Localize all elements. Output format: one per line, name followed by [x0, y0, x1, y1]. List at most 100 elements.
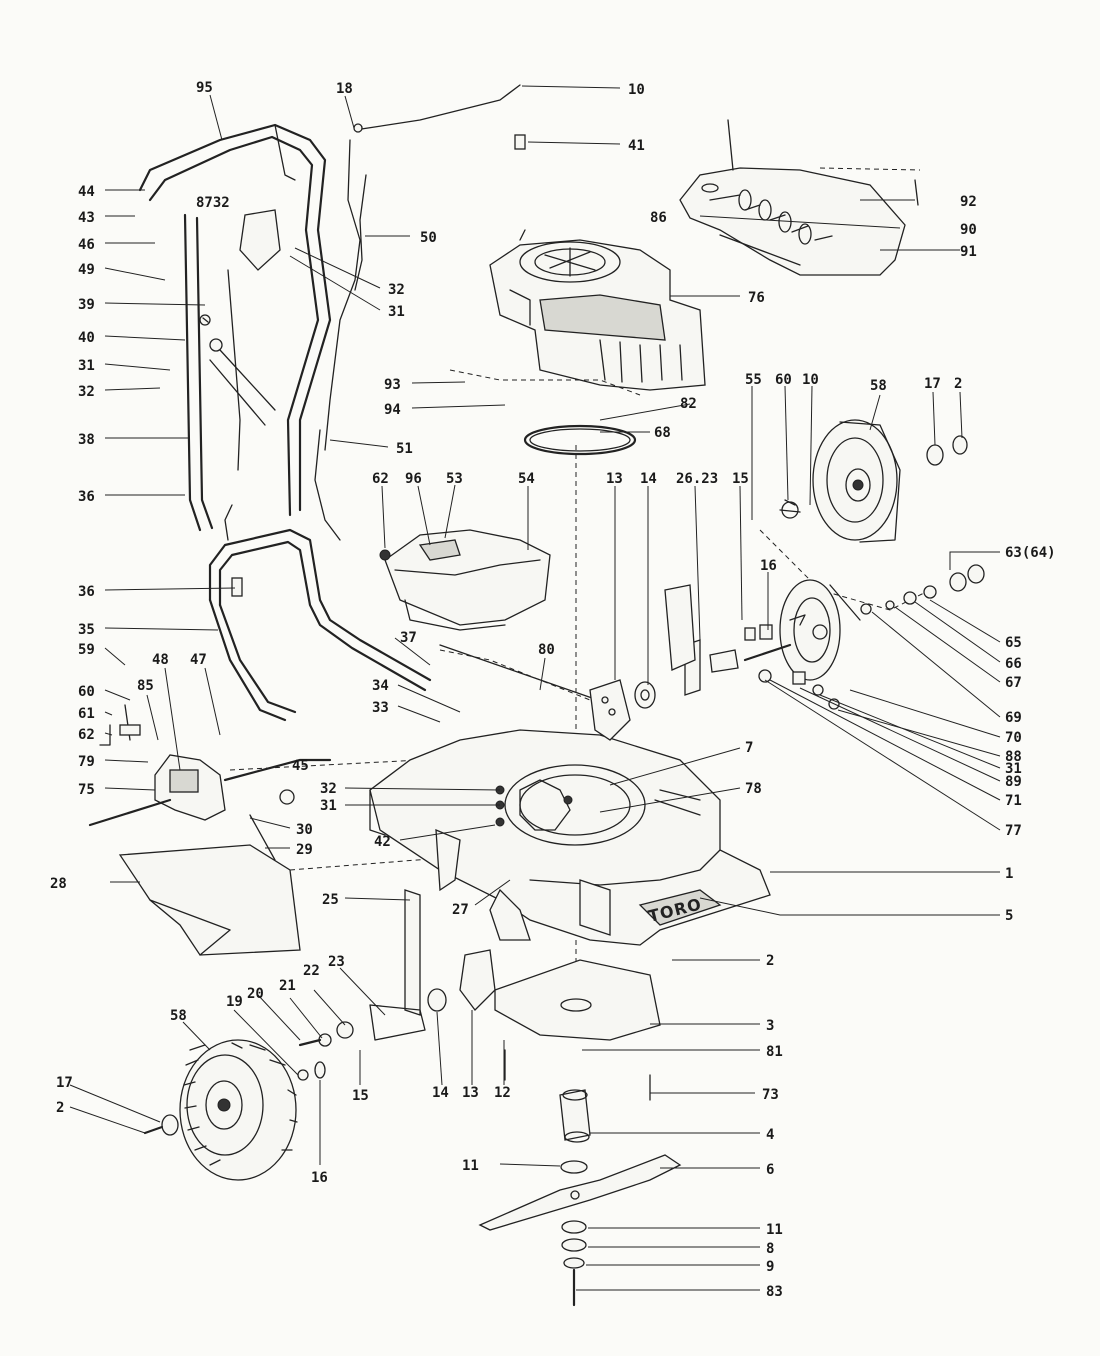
callout-21: 21	[279, 978, 296, 994]
callout-62: 62	[372, 471, 389, 487]
callout-4: 4	[766, 1127, 774, 1143]
callout-7: 7	[745, 740, 753, 756]
grass-chute	[118, 844, 301, 956]
callout-35: 35	[78, 622, 95, 638]
upper-handle	[138, 123, 332, 532]
callout-76: 76	[748, 290, 765, 306]
callout-90: 90	[960, 222, 977, 238]
callout-86: 86	[650, 210, 667, 226]
callout-26-23: 26.23	[676, 471, 718, 487]
callout-75: 75	[78, 782, 95, 798]
callout-42: 42	[374, 834, 391, 850]
callout-11: 11	[462, 1158, 479, 1174]
callout-38: 38	[78, 432, 95, 448]
callout-46: 46	[78, 237, 95, 253]
callout-12: 12	[494, 1085, 511, 1101]
control-cables	[224, 84, 526, 541]
callout-20: 20	[247, 986, 264, 1002]
callout-96: 96	[405, 471, 422, 487]
callout-49: 49	[78, 262, 95, 278]
callout-23: 23	[328, 954, 345, 970]
rear-wheel	[779, 419, 968, 543]
callout-17: 17	[924, 376, 941, 392]
belt	[439, 649, 591, 701]
front-wheel	[143, 1039, 298, 1181]
callout-91: 91	[960, 244, 977, 260]
callout-27: 27	[452, 902, 469, 918]
callout-73: 73	[762, 1087, 779, 1103]
callout-31-b: 31	[388, 304, 405, 320]
callout-58-b: 58	[170, 1008, 187, 1024]
callout-2: 2	[954, 376, 962, 392]
gasket-inner	[529, 428, 631, 452]
callout-81: 81	[766, 1044, 783, 1060]
callout-53: 53	[446, 471, 463, 487]
callout-85: 85	[137, 678, 154, 694]
blade-assembly	[478, 959, 682, 1307]
callout-leaders	[69, 85, 1001, 1291]
callout-58: 58	[870, 378, 887, 394]
hardware-right	[664, 564, 985, 710]
callout-45: 45	[292, 758, 309, 774]
engine	[489, 229, 706, 391]
callout-36-b: 36	[78, 584, 95, 600]
callout-19: 19	[226, 994, 243, 1010]
callout-6: 6	[766, 1162, 774, 1178]
callout-31-c: 31	[1005, 761, 1022, 777]
callout-16-b: 16	[311, 1170, 328, 1186]
callout-15-b: 15	[352, 1088, 369, 1104]
callout-labels: 95 18 10 41 44 43 8732 46 49 39 40 31 32…	[50, 80, 1056, 1300]
callout-10: 10	[628, 82, 645, 98]
callout-48: 48	[152, 652, 169, 668]
callout-9: 9	[766, 1259, 774, 1275]
callout-31-d: 31	[320, 798, 337, 814]
callout-77: 77	[1005, 823, 1022, 839]
callout-61: 61	[78, 706, 95, 722]
callout-14: 14	[640, 471, 657, 487]
callout-92: 92	[960, 194, 977, 210]
callout-32: 32	[78, 384, 95, 400]
callout-28: 28	[50, 876, 67, 892]
callout-13-b: 13	[462, 1085, 479, 1101]
callout-71: 71	[1005, 793, 1022, 809]
callout-54: 54	[518, 471, 535, 487]
callout-5: 5	[1005, 908, 1013, 924]
callout-60: 60	[775, 372, 792, 388]
callout-93: 93	[384, 377, 401, 393]
callout-41: 41	[628, 138, 645, 154]
callout-65: 65	[1005, 635, 1022, 651]
callout-8: 8	[766, 1241, 774, 1257]
callout-2-c: 2	[56, 1100, 64, 1116]
engine-shroud	[679, 119, 921, 276]
callout-66: 66	[1005, 656, 1022, 672]
gearbox	[88, 704, 332, 861]
callout-30: 30	[296, 822, 313, 838]
callout-31: 31	[78, 358, 95, 374]
callout-51: 51	[396, 441, 413, 457]
callout-67: 67	[1005, 675, 1022, 691]
callout-94: 94	[384, 402, 401, 418]
callout-1: 1	[1005, 866, 1013, 882]
callout-69: 69	[1005, 710, 1022, 726]
callout-79: 79	[78, 754, 95, 770]
callout-62-b: 62	[78, 727, 95, 743]
callout-78: 78	[745, 781, 762, 797]
callout-17-b: 17	[56, 1075, 73, 1091]
callout-33: 33	[372, 700, 389, 716]
fuel-tank	[379, 529, 551, 631]
callout-13: 13	[606, 471, 623, 487]
callout-39: 39	[78, 297, 95, 313]
callout-83: 83	[766, 1284, 783, 1300]
callout-15: 15	[732, 471, 749, 487]
callout-25: 25	[322, 892, 339, 908]
wheel-pulley	[779, 579, 861, 681]
height-plates	[589, 679, 656, 741]
lower-handle	[208, 528, 432, 722]
callout-3: 3	[766, 1018, 774, 1034]
callout-68: 68	[654, 425, 671, 441]
callout-34: 34	[372, 678, 389, 694]
callout-10-b: 10	[802, 372, 819, 388]
callout-22: 22	[303, 963, 320, 979]
callout-18: 18	[336, 81, 353, 97]
